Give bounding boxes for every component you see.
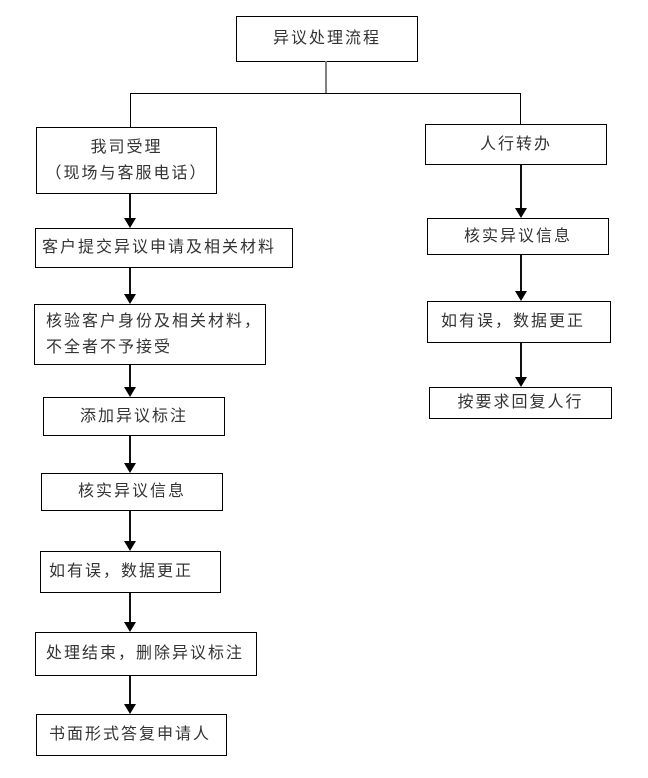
arrow-down-icon: [515, 165, 527, 218]
node-company-acceptance: 我司受理 （现场与客服电话）: [36, 127, 217, 194]
node-pboc-transfer: 人行转办: [425, 124, 607, 165]
connector-branch-horizontal: [130, 93, 521, 94]
arrow-down-icon: [124, 511, 136, 551]
node-data-correction-left: 如有误，数据更正: [40, 551, 221, 593]
arrow-down-icon: [124, 436, 136, 473]
node-verify-dispute-info-left: 核实异议信息: [41, 473, 223, 511]
node-finish-remove-annotation: 处理结束，删除异议标注: [35, 632, 257, 676]
arrow-down-icon: [124, 593, 136, 632]
node-reply-pboc: 按要求回复人行: [429, 387, 612, 419]
arrow-down-icon: [515, 255, 527, 301]
connector-right-branch-drop: [520, 93, 521, 124]
connector-left-branch-drop: [130, 93, 131, 127]
arrow-down-icon: [124, 268, 136, 304]
arrow-down-icon: [124, 365, 136, 397]
arrow-down-icon: [124, 194, 136, 228]
arrow-down-icon: [515, 343, 527, 387]
node-title-dispute-handling-process: 异议处理流程: [236, 16, 418, 62]
node-customer-submit-application: 客户提交异议申请及相关材料: [35, 228, 293, 268]
node-add-dispute-annotation: 添加异议标注: [43, 397, 225, 436]
arrow-down-icon: [124, 676, 136, 714]
node-written-reply-applicant: 书面形式答复申请人: [36, 714, 227, 756]
node-verify-dispute-info-right: 核实异议信息: [427, 218, 609, 255]
connector-title-stem: [325, 61, 327, 94]
node-data-correction-right: 如有误，数据更正: [427, 301, 611, 343]
node-verify-identity-materials: 核验客户身份及相关材料， 不全者不予接受: [34, 304, 266, 365]
